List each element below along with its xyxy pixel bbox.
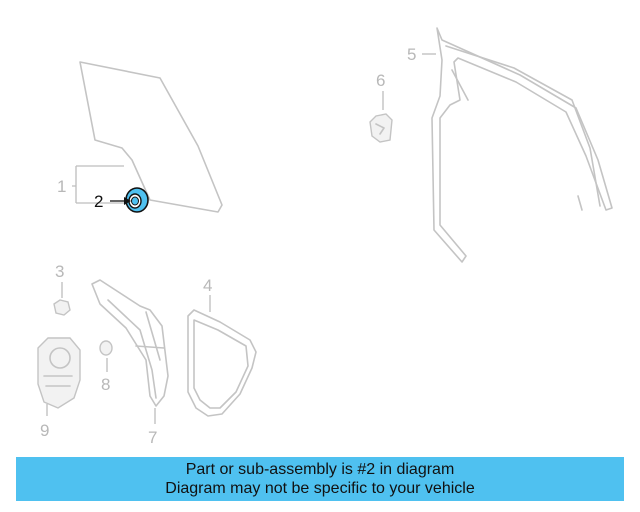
callout-6: 6 xyxy=(376,71,385,90)
window-regulator-part xyxy=(91,279,169,407)
callout-9: 9 xyxy=(40,421,49,440)
banner-line-2: Diagram may not be specific to your vehi… xyxy=(165,480,475,497)
window-motor-part xyxy=(37,337,81,409)
callout-8: 8 xyxy=(101,375,110,394)
run-channel-part xyxy=(431,27,613,263)
callout-1: 1 xyxy=(57,177,66,196)
door-glass-part xyxy=(79,61,223,213)
callout-7: 7 xyxy=(148,428,157,447)
callout-2: 2 xyxy=(94,192,103,211)
seal-part xyxy=(187,309,257,417)
clip-part xyxy=(369,113,393,143)
banner-line-1: Part or sub-assembly is #2 in diagram xyxy=(185,461,455,478)
callout-3: 3 xyxy=(55,262,64,281)
callout-1-leader xyxy=(72,165,124,204)
info-banner: Part or sub-assembly is #2 in diagram Di… xyxy=(16,457,624,501)
grommet-part-highlighted[interactable] xyxy=(125,187,149,213)
callout-4: 4 xyxy=(203,276,212,295)
nut-part xyxy=(53,299,71,316)
callout-5: 5 xyxy=(407,45,416,64)
callout-2-leader xyxy=(110,197,131,205)
small-grommet-part xyxy=(99,340,113,356)
parts-diagram: 1 2 5 6 3 9 8 xyxy=(37,27,613,447)
